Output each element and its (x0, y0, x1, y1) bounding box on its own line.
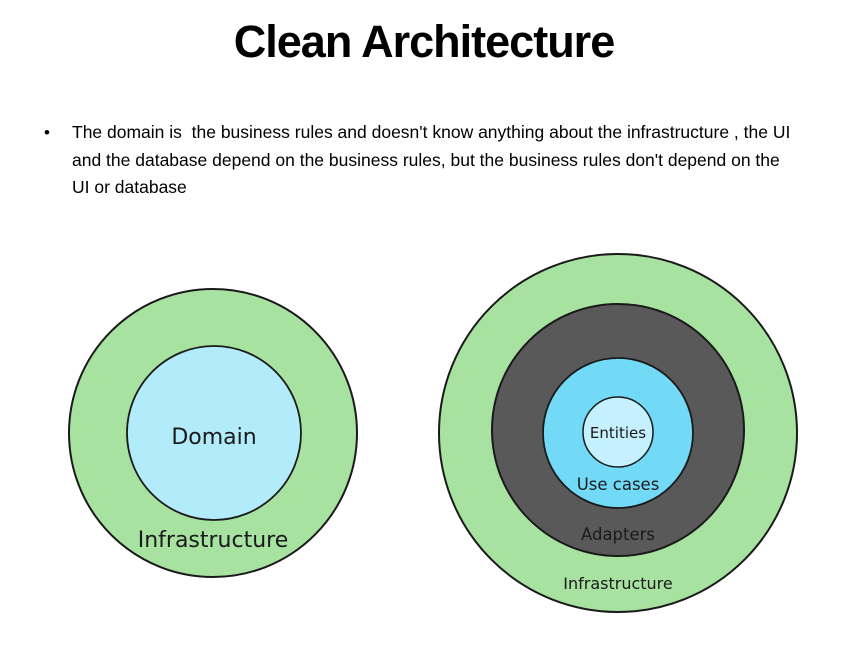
right-entities-label: Entities (590, 424, 646, 442)
bullet-text: The domain is the business rules and doe… (72, 122, 796, 197)
right-entities-circle (582, 396, 654, 468)
bullet-item: • The domain is the business rules and d… (44, 119, 800, 202)
left-domain-circle (126, 345, 302, 521)
page-title: Clean Architecture (233, 16, 615, 67)
right-infrastructure-label: Infrastructure (563, 574, 672, 593)
right-diagram: Entities Use cases Adapters Infrastructu… (438, 253, 798, 613)
left-domain-label: Domain (171, 425, 256, 450)
bullet-marker: • (44, 123, 50, 142)
right-adapters-label: Adapters (581, 525, 655, 544)
right-use-cases-label: Use cases (577, 475, 660, 494)
left-infrastructure-label: Infrastructure (138, 528, 289, 553)
left-diagram: Domain Infrastructure (68, 288, 358, 578)
